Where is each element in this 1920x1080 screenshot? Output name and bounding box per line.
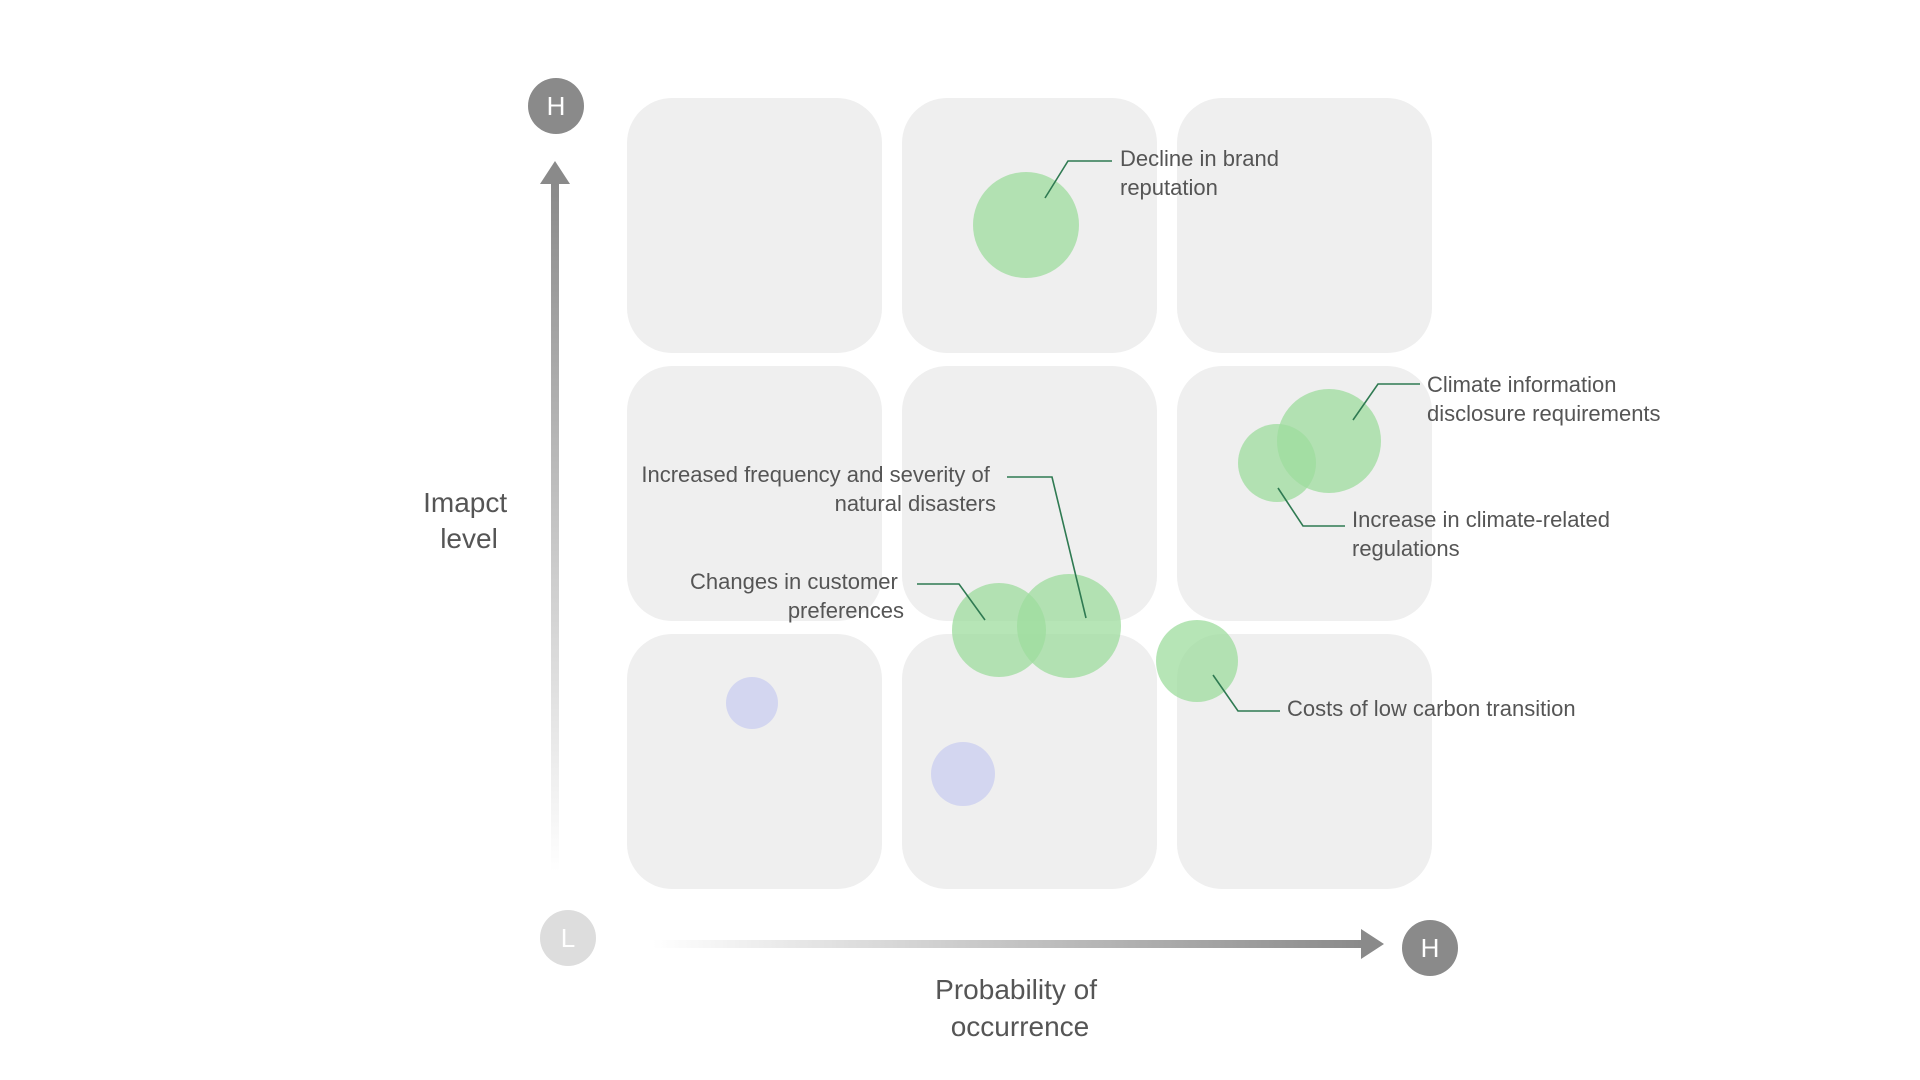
risk-label-brand-line-1: Decline in brand bbox=[1120, 146, 1279, 171]
risk-label-preferences-line-2: preferences bbox=[788, 598, 904, 623]
x-axis-arrowhead bbox=[1361, 929, 1384, 959]
x-axis: H Probability of occurrence bbox=[652, 920, 1458, 1042]
cell-medium-medium bbox=[902, 366, 1157, 621]
risk-label-disclosure-line-2: disclosure requirements bbox=[1427, 401, 1661, 426]
risk-label-brand-line-2: reputation bbox=[1120, 175, 1218, 200]
x-axis-title: Probability of occurrence bbox=[935, 974, 1105, 1042]
leader-lines bbox=[917, 160, 1420, 712]
y-axis-title-line-1: Imapct bbox=[423, 487, 507, 518]
leader-line-preferences bbox=[917, 583, 986, 621]
x-axis-title-line-2: occurrence bbox=[951, 1011, 1090, 1042]
cell-medium-low bbox=[627, 366, 882, 621]
risk-label-transition: Costs of low carbon transition bbox=[1287, 696, 1576, 721]
cell-high-low bbox=[627, 98, 882, 353]
x-axis-arrow-shaft bbox=[652, 940, 1362, 948]
risk-label-disclosure-line-1: Climate information bbox=[1427, 372, 1617, 397]
risk-label-disasters-line-2: natural disasters bbox=[835, 491, 996, 516]
risk-label-preferences-line-1: Changes in customer bbox=[690, 569, 898, 594]
y-axis-title: Imapct level bbox=[423, 487, 515, 554]
y-axis-high-badge bbox=[528, 78, 584, 134]
risk-label-disasters-line-1: Increased frequency and severity of bbox=[641, 462, 990, 487]
risk-bubble-brand bbox=[973, 172, 1079, 278]
risk-label-regulations-line-2: regulations bbox=[1352, 536, 1460, 561]
secondary-bubbles bbox=[726, 677, 995, 806]
leader-line-disclosure bbox=[1352, 383, 1420, 421]
secondary-bubble bbox=[931, 742, 995, 806]
risk-label-regulations-line-1: Increase in climate-related bbox=[1352, 507, 1610, 532]
leader-line-brand bbox=[1044, 160, 1112, 199]
y-axis-title-line-2: level bbox=[440, 523, 498, 554]
y-axis-high-badge-label: H bbox=[547, 91, 566, 121]
risk-bubble-regulations bbox=[1238, 424, 1316, 502]
cell-low-medium bbox=[902, 634, 1157, 889]
risk-label-transition-line-1: Costs of low carbon transition bbox=[1287, 696, 1576, 721]
leader-line-disasters bbox=[1007, 476, 1087, 619]
risk-bubble-disasters bbox=[1017, 574, 1121, 678]
risk-label-disasters: Increased frequency and severity of natu… bbox=[641, 462, 996, 516]
cell-low-low bbox=[627, 634, 882, 889]
y-axis-arrowhead bbox=[540, 161, 570, 184]
x-axis-high-badge-label: H bbox=[1421, 933, 1440, 963]
risk-bubble-transition bbox=[1156, 620, 1238, 702]
y-axis-arrow-shaft bbox=[551, 182, 559, 872]
x-axis-title-line-1: Probability of bbox=[935, 974, 1097, 1005]
leader-line-transition bbox=[1212, 674, 1280, 712]
origin-low-badge bbox=[540, 910, 596, 966]
matrix-grid bbox=[627, 98, 1432, 889]
cell-low-high bbox=[1177, 634, 1432, 889]
risk-label-brand: Decline in brand reputation bbox=[1120, 146, 1285, 200]
risk-label-disclosure: Climate information disclosure requireme… bbox=[1427, 372, 1661, 426]
cell-high-high bbox=[1177, 98, 1432, 353]
leader-line-regulations bbox=[1277, 487, 1345, 527]
y-axis: H Imapct level bbox=[423, 78, 584, 872]
risk-labels: Decline in brand reputation Climate info… bbox=[641, 146, 1660, 721]
risk-label-preferences: Changes in customer preferences bbox=[690, 569, 904, 623]
secondary-bubble bbox=[726, 677, 778, 729]
origin-low-badge-label: L bbox=[561, 923, 575, 953]
x-axis-high-badge bbox=[1402, 920, 1458, 976]
risk-label-regulations: Increase in climate-related regulations bbox=[1352, 507, 1616, 561]
